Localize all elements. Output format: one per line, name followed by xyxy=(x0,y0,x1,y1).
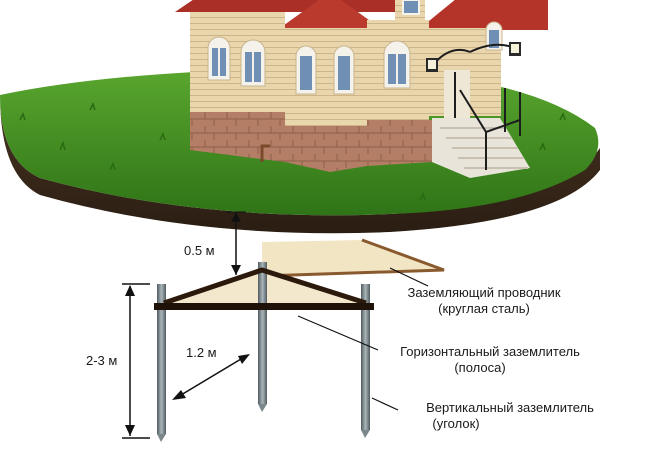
conductor-label-subtitle: (круглая сталь) xyxy=(438,301,530,316)
grass-texture xyxy=(19,102,566,201)
lantern-icon xyxy=(469,42,521,56)
porch-railing xyxy=(454,72,521,170)
horizontal-label-title: Горизонтальный заземлитель xyxy=(400,344,580,359)
dimension-depth xyxy=(226,211,246,275)
horizontal-electrode-diagonal xyxy=(163,267,367,306)
dimension-height xyxy=(122,283,150,439)
roof xyxy=(175,0,420,12)
depth-label: 0.5 м xyxy=(184,243,215,258)
drain-pipe xyxy=(260,144,270,162)
porch-door xyxy=(444,70,470,118)
horizontal-label-subtitle: (полоса) xyxy=(454,360,505,375)
vertical-electrode xyxy=(361,284,370,438)
height-label: 2-3 м xyxy=(86,353,117,368)
callout-line-horizontal xyxy=(297,315,379,351)
window xyxy=(333,45,355,95)
conductor-plate xyxy=(262,240,444,275)
spacing-label: 1.2 м xyxy=(186,345,217,360)
grounding-system xyxy=(154,238,445,442)
wall-left xyxy=(190,12,285,112)
horizontal-electrode xyxy=(154,303,374,310)
stone-foundation xyxy=(190,112,432,172)
window xyxy=(240,39,266,87)
dimension-spacing xyxy=(172,354,250,400)
vertical-label-title: Вертикальный заземлитель xyxy=(426,400,594,415)
vertical-electrode xyxy=(258,262,267,412)
window xyxy=(383,40,411,89)
vertical-electrode xyxy=(157,284,166,442)
window xyxy=(485,21,503,51)
vertical-label-subtitle: (уголок) xyxy=(432,416,479,431)
roof-front-gable xyxy=(280,0,380,28)
conductor-label-title: Заземляющий проводник xyxy=(407,285,560,300)
window xyxy=(402,0,420,15)
house xyxy=(175,0,548,178)
porch-roof xyxy=(418,0,548,30)
window xyxy=(295,45,317,95)
callout-line-vertical xyxy=(371,397,399,411)
grounding-conductor xyxy=(261,238,445,278)
callout-line-conductor xyxy=(389,267,429,287)
window xyxy=(207,36,231,81)
lantern-icon xyxy=(426,48,471,72)
